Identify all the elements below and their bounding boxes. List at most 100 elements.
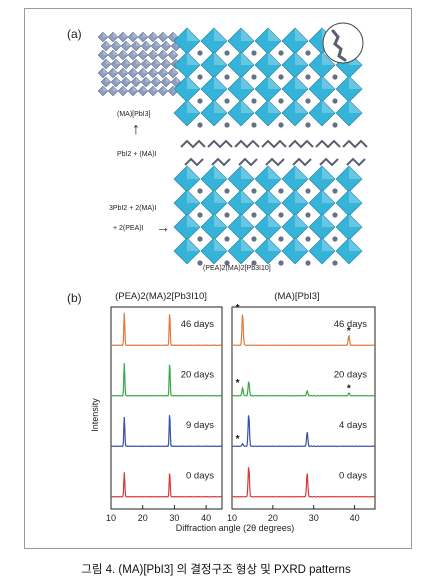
ma-cation (332, 188, 338, 194)
octahedron (147, 85, 159, 97)
x-tick-label: 20 (268, 513, 278, 523)
octahedron-highlight (187, 28, 200, 41)
ma-cation (278, 236, 284, 242)
pea-molecule (331, 29, 347, 62)
octahedron (157, 85, 169, 97)
octahedron-highlight (123, 32, 128, 37)
ma-cation (332, 74, 338, 80)
series-label: 46 days (334, 319, 368, 330)
plot-frame (110, 306, 223, 510)
octahedron (200, 99, 228, 127)
octahedron-highlight (146, 59, 151, 64)
ma-cation (305, 188, 311, 194)
octahedron-highlight (103, 68, 108, 73)
octahedron (281, 99, 309, 127)
octahedron-highlight (143, 50, 148, 55)
pea-chain (292, 157, 312, 167)
octahedron-highlight (268, 100, 281, 113)
octahedron (173, 237, 201, 265)
octahedron-highlight (146, 77, 151, 82)
pea-chain (180, 139, 206, 149)
octahedron (117, 85, 129, 97)
octahedron (140, 40, 152, 52)
octahedron (335, 237, 363, 265)
octahedron-highlight (349, 190, 362, 203)
octahedron (97, 31, 109, 43)
octahedron-highlight (322, 100, 335, 113)
octahedron-highlight (153, 68, 158, 73)
octahedron (147, 31, 159, 43)
ma-cation (305, 98, 311, 104)
octahedron-highlight (156, 41, 161, 46)
octahedron-highlight (187, 100, 200, 113)
octahedron-highlight (214, 28, 227, 41)
ma-cation (197, 188, 203, 194)
series-line (110, 363, 223, 397)
octahedron (167, 49, 179, 61)
pea-chain (342, 139, 368, 149)
ma-cation (332, 260, 338, 266)
octahedron-highlight (106, 59, 111, 64)
ma-cation (224, 188, 230, 194)
octahedron (140, 58, 152, 70)
octahedron-highlight (268, 76, 281, 89)
ma-cation (251, 236, 257, 242)
ma-cation (197, 260, 203, 266)
octahedron-highlight (156, 77, 161, 82)
octahedron (110, 40, 122, 52)
octahedron-highlight (214, 166, 227, 179)
octahedron-highlight (322, 190, 335, 203)
octahedron-highlight (349, 214, 362, 227)
octahedron-highlight (349, 166, 362, 179)
ma-cation (197, 98, 203, 104)
octahedron-highlight (113, 50, 118, 55)
ma-cation (251, 98, 257, 104)
star-marker: * (236, 434, 240, 445)
ma-cation (197, 50, 203, 56)
octahedron-highlight (146, 41, 151, 46)
octahedron-highlight (166, 41, 171, 46)
ma-cation (251, 122, 257, 128)
octahedron-highlight (241, 100, 254, 113)
octahedron-highlight (106, 77, 111, 82)
octahedron (157, 49, 169, 61)
octahedron-highlight (156, 59, 161, 64)
octahedron (127, 49, 139, 61)
octahedron (308, 99, 336, 127)
octahedron (308, 237, 336, 265)
octahedron-highlight (241, 190, 254, 203)
octahedron (137, 67, 149, 79)
octahedron-highlight (268, 238, 281, 251)
panel-b-label: (b) (67, 291, 82, 305)
octahedron-highlight (241, 76, 254, 89)
octahedron (281, 237, 309, 265)
x-tick-label: 20 (138, 513, 148, 523)
ma-cation (278, 122, 284, 128)
structure-mapbi3-small (97, 31, 181, 97)
octahedron (97, 67, 109, 79)
octahedron (157, 31, 169, 43)
octahedron-highlight (349, 238, 362, 251)
octahedron-highlight (241, 238, 254, 251)
figure-frame: (a) (MA)[PbI3] ↑ PbI2 + (MA)I 3PbI2 + 2(… (24, 8, 412, 549)
octahedron-highlight (268, 214, 281, 227)
x-tick-label: 40 (350, 513, 360, 523)
octahedron (130, 58, 142, 70)
octahedron-highlight (214, 76, 227, 89)
series-label: 4 days (339, 420, 367, 431)
figure-caption: 그림 4. (MA)[PbI3] 의 결정구조 형상 및 PXRD patter… (81, 564, 351, 576)
ma-cation (251, 212, 257, 218)
octahedron-highlight (113, 68, 118, 73)
octahedron (147, 67, 159, 79)
ma-cation (278, 74, 284, 80)
octahedron-highlight (136, 77, 141, 82)
star-marker: * (236, 378, 240, 389)
octahedron-highlight (133, 50, 138, 55)
octahedron-highlight (143, 68, 148, 73)
series-line (110, 472, 223, 498)
octahedron (137, 49, 149, 61)
left-chart-title: (PEA)2(MA)2[Pb3I10] (115, 291, 207, 302)
x-tick-label: 40 (201, 513, 211, 523)
